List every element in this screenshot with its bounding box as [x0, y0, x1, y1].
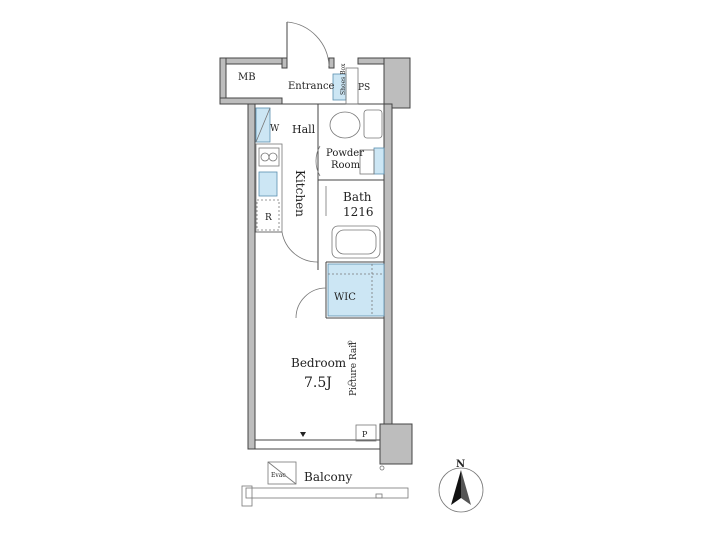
washbasin-counter — [359, 149, 375, 175]
kitchen-counter — [255, 143, 283, 233]
label-shoes-box: Shoes Box — [340, 63, 347, 95]
powder-door-swing — [315, 145, 321, 177]
label-bath-2: 1216 — [343, 205, 374, 219]
cooktop — [258, 147, 280, 167]
evac-hatch — [267, 461, 297, 485]
label-north: N — [456, 459, 465, 470]
burner-2 — [268, 152, 278, 162]
washbasin — [373, 147, 385, 175]
entrance-door — [286, 21, 330, 68]
entrance-jamb-right — [328, 57, 335, 69]
entrance-door-swing — [286, 21, 330, 67]
outlet-2 — [347, 380, 353, 386]
outlet-1 — [347, 340, 353, 346]
right-pillar-top — [383, 57, 411, 109]
label-bath-1: Bath — [343, 190, 372, 204]
wic-door-swing — [295, 287, 327, 319]
label-balcony: Balcony — [304, 470, 352, 484]
balcony-drain — [375, 493, 383, 499]
compass-needle-right — [461, 470, 471, 505]
p-panel — [355, 424, 377, 442]
kitchen-counter-outline — [255, 143, 283, 233]
mb-wall-left — [219, 57, 227, 103]
toilet-bowl — [329, 111, 361, 139]
label-bedroom: Bedroom — [291, 356, 347, 370]
balcony-railing — [245, 487, 409, 499]
label-w: W — [270, 124, 280, 134]
bathtub-inner — [335, 229, 377, 255]
compass-needle-left — [451, 470, 461, 505]
label-r: R — [265, 213, 272, 223]
toilet — [363, 109, 383, 139]
mb-wall-bottom — [219, 97, 283, 105]
walls — [219, 57, 413, 465]
left-wall — [247, 103, 256, 450]
label-powder-room-1: Powder — [326, 148, 364, 159]
right-wall — [383, 103, 393, 425]
hall-door-swing — [281, 231, 319, 263]
burner-1 — [260, 152, 270, 162]
label-picture-rail: Picture Rail — [349, 342, 359, 396]
washer-diagonal — [255, 107, 271, 143]
entrance-jamb-left — [281, 57, 288, 69]
north-arrow-icon: N — [438, 459, 484, 513]
label-p: P — [362, 430, 368, 439]
label-wic: WIC — [334, 292, 356, 303]
label-entrance: Entrance — [288, 81, 335, 92]
bathtub — [331, 225, 381, 259]
label-powder-room-2: Room — [331, 160, 361, 171]
balcony-post — [241, 485, 253, 507]
balcony-outlet — [379, 465, 385, 471]
compass-ring — [438, 467, 484, 513]
kitchen-sink — [258, 171, 278, 197]
wic-shelves — [327, 263, 385, 317]
fridge-space — [256, 199, 280, 231]
label-hall: Hall — [292, 123, 316, 136]
label-evac: Evac — [271, 472, 286, 479]
label-mb: MB — [238, 72, 256, 83]
evac-hatch-diagonal — [267, 461, 297, 485]
mb-wall — [219, 57, 283, 65]
label-bedroom-size: 7.5J — [304, 375, 332, 391]
label-kitchen: Kitchen — [293, 170, 307, 217]
right-pillar-bottom — [379, 423, 413, 465]
window-marker — [300, 432, 306, 437]
ps-box — [345, 67, 359, 105]
label-ps: PS — [358, 83, 370, 93]
